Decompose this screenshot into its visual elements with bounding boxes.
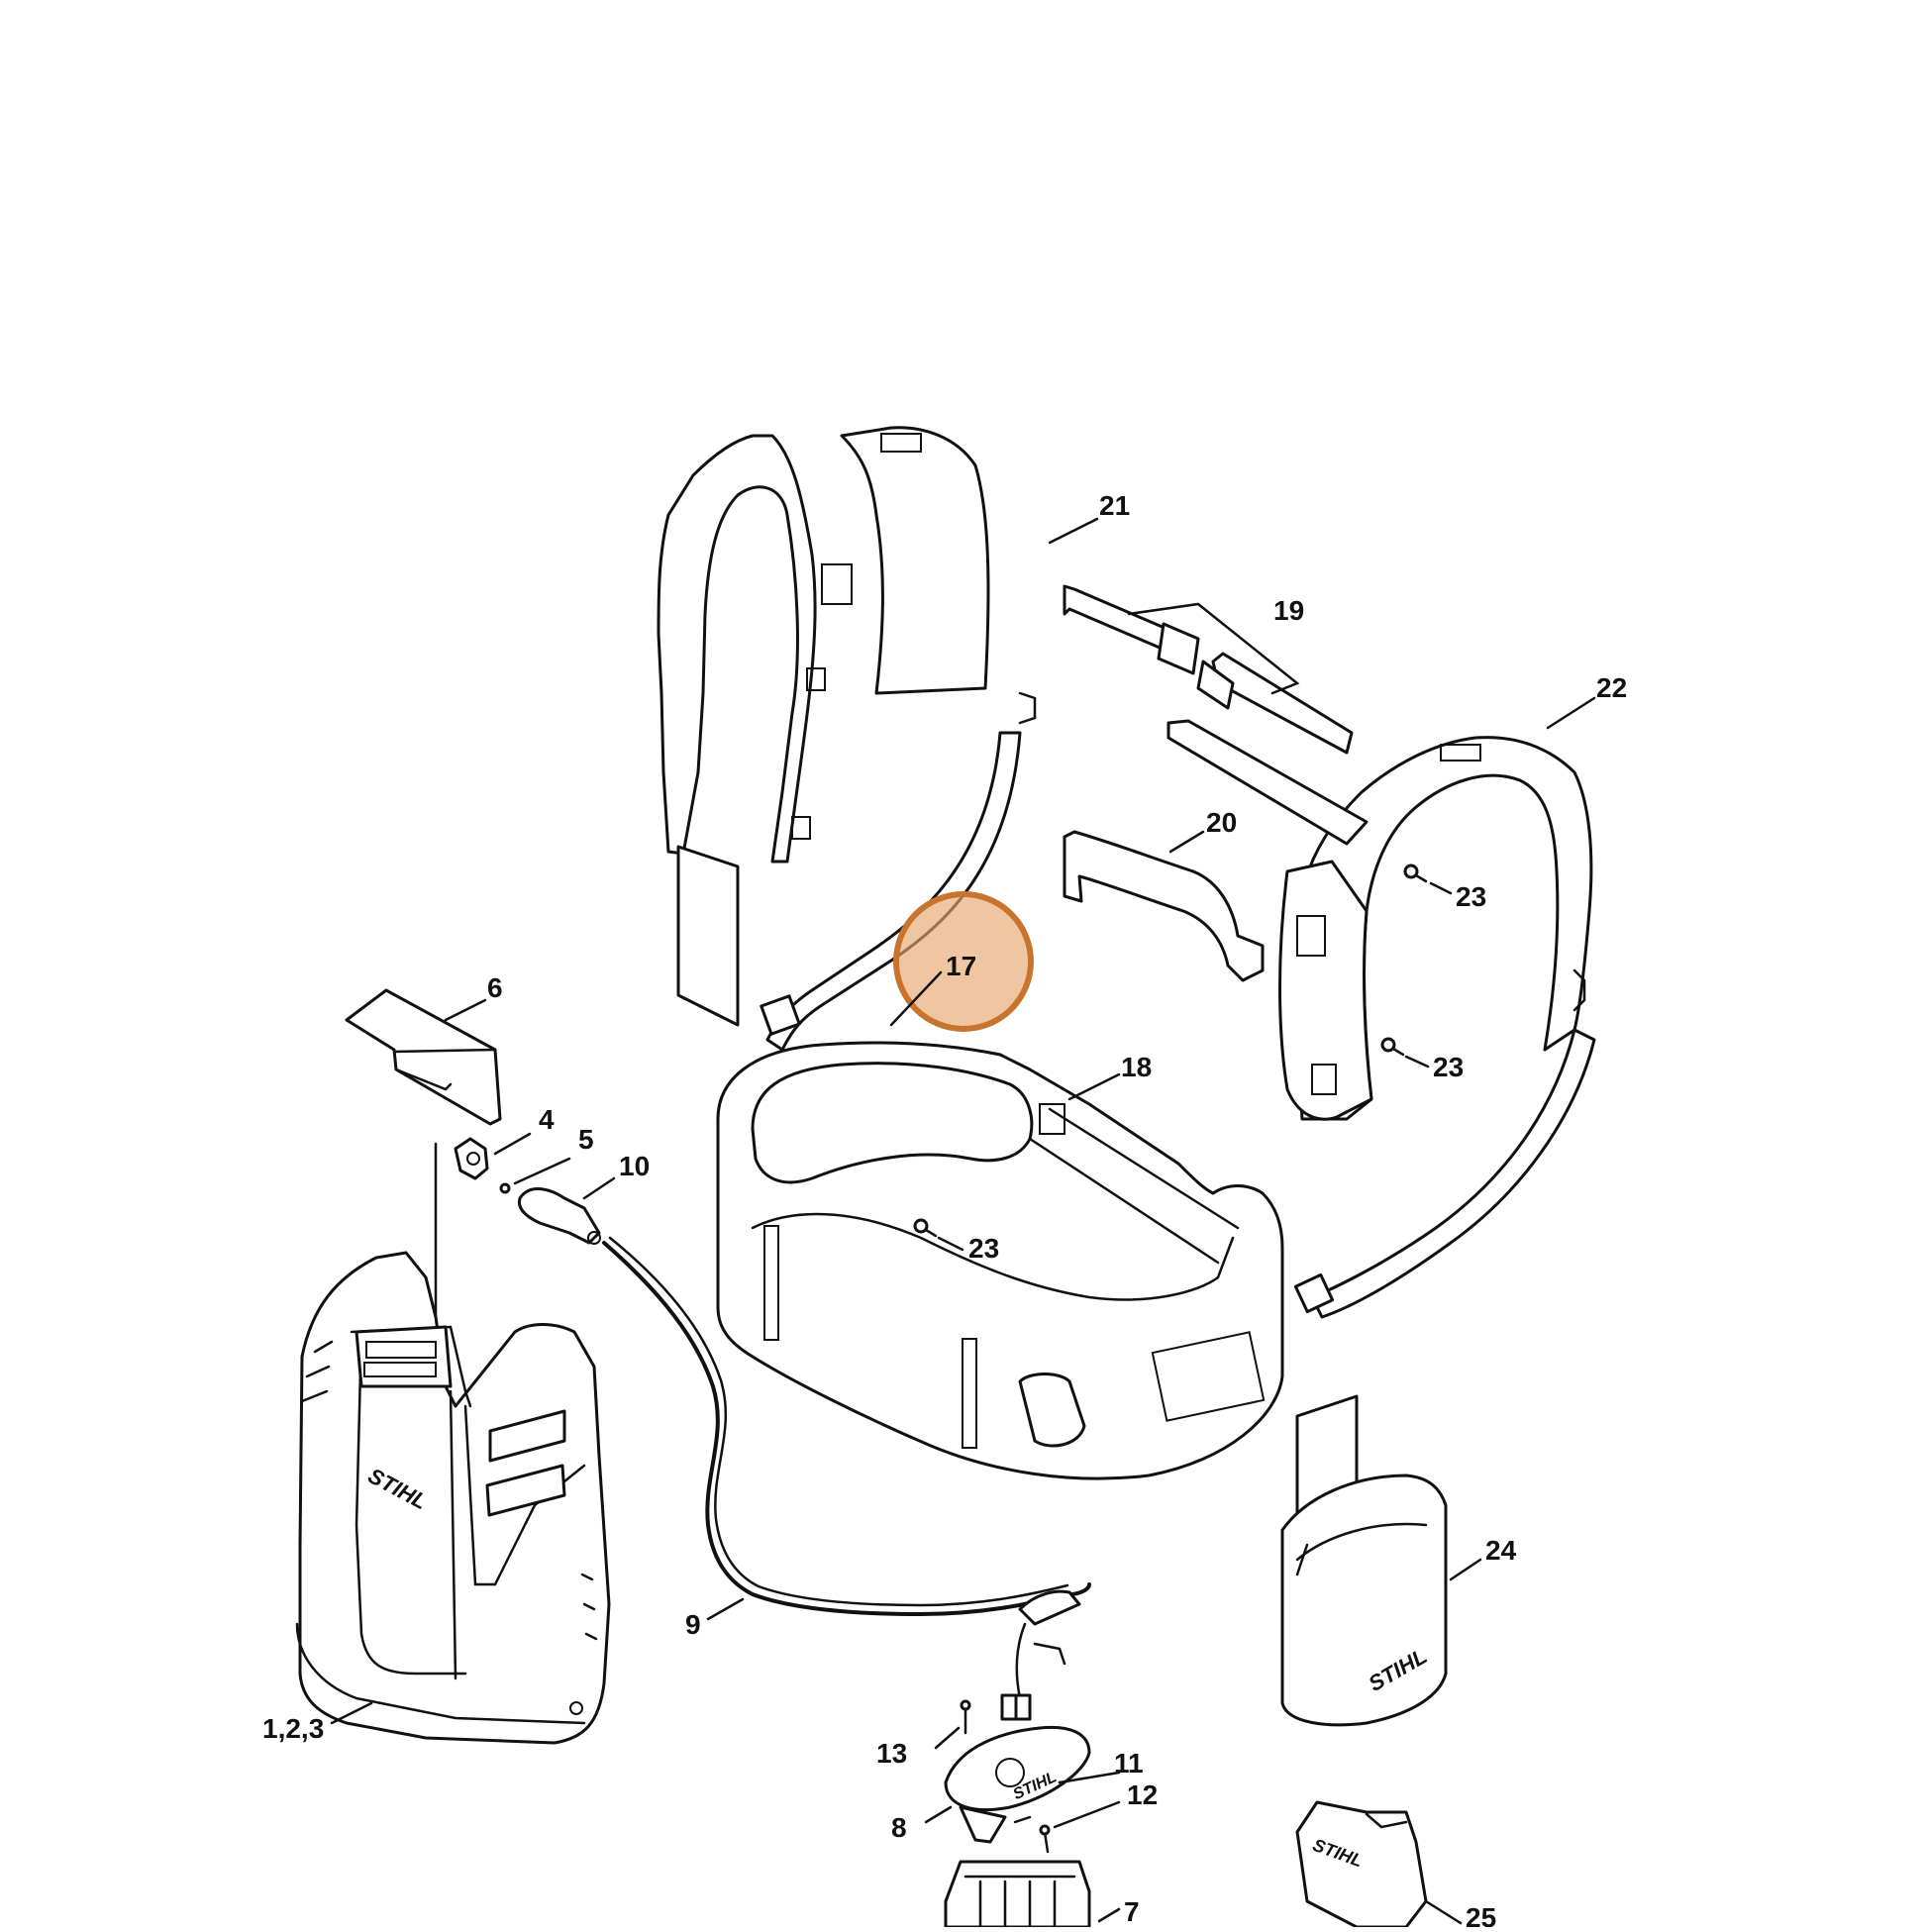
- callout-11[interactable]: 11: [1114, 1748, 1144, 1779]
- callout-19[interactable]: 19: [1273, 595, 1304, 626]
- callout-23-upper[interactable]: 23: [1456, 881, 1486, 912]
- callout-7[interactable]: 7: [1124, 1896, 1140, 1927]
- callout-12[interactable]: 12: [1127, 1779, 1158, 1810]
- callout-13[interactable]: 13: [876, 1738, 907, 1769]
- callout-10[interactable]: 10: [619, 1151, 650, 1181]
- battery-housing-part-1-2-3[interactable]: STIHL: [295, 1251, 611, 1745]
- screw-part-23-upper[interactable]: [1403, 864, 1428, 883]
- port-cover-part-8[interactable]: STIHL: [944, 1725, 1091, 1844]
- seal-part-11[interactable]: [1013, 1815, 1032, 1824]
- callout-20[interactable]: 20: [1206, 807, 1237, 838]
- shoulder-strap-left-part-21[interactable]: [657, 426, 1037, 1052]
- handle-part-20[interactable]: [1063, 830, 1265, 982]
- callout-23-middle[interactable]: 23: [1433, 1052, 1464, 1082]
- callout-24[interactable]: 24: [1485, 1535, 1517, 1566]
- plug-part-10[interactable]: [517, 1187, 601, 1245]
- callout-9[interactable]: 9: [685, 1609, 701, 1640]
- screw-part-12[interactable]: [1039, 1824, 1051, 1854]
- shoulder-strap-right-part-22[interactable]: [1278, 736, 1596, 1319]
- highlight-marker: [893, 891, 1034, 1032]
- screw-part-23-lower[interactable]: [913, 1218, 938, 1238]
- screw-part-5[interactable]: [499, 1182, 511, 1194]
- hip-belt-part-18[interactable]: [716, 1041, 1284, 1480]
- chest-buckle-part-19[interactable]: [1063, 584, 1369, 846]
- callout-22[interactable]: 22: [1596, 672, 1627, 703]
- screw-part-23-middle[interactable]: [1380, 1037, 1405, 1057]
- callout-4[interactable]: 4: [539, 1104, 555, 1135]
- cover-part-6[interactable]: [345, 988, 502, 1126]
- adapter-part-25[interactable]: STIHL: [1295, 1800, 1428, 1929]
- callout-1-2-3[interactable]: 1,2,3: [262, 1713, 324, 1744]
- callout-18[interactable]: 18: [1121, 1052, 1152, 1082]
- callout-25[interactable]: 25: [1466, 1902, 1496, 1932]
- callout-21[interactable]: 21: [1099, 490, 1130, 521]
- socket-part-4[interactable]: [434, 1137, 489, 1319]
- callout-6[interactable]: 6: [487, 972, 503, 1003]
- callout-17[interactable]: 17: [946, 951, 976, 981]
- callout-23-lower[interactable]: 23: [968, 1233, 999, 1264]
- cable-part-9[interactable]: [602, 1236, 1091, 1721]
- callout-labels: 21 19 22 20 23 17 6 18 23 4 5 10 23 24 9…: [262, 490, 1627, 1932]
- callout-8[interactable]: 8: [891, 1812, 907, 1843]
- leader-lines: [330, 517, 1596, 1925]
- callout-5[interactable]: 5: [578, 1124, 594, 1155]
- screw-part-13[interactable]: [960, 1699, 971, 1735]
- socket-housing-part-7[interactable]: [944, 1860, 1091, 1929]
- belt-pouch-part-24[interactable]: STIHL: [1280, 1394, 1448, 1727]
